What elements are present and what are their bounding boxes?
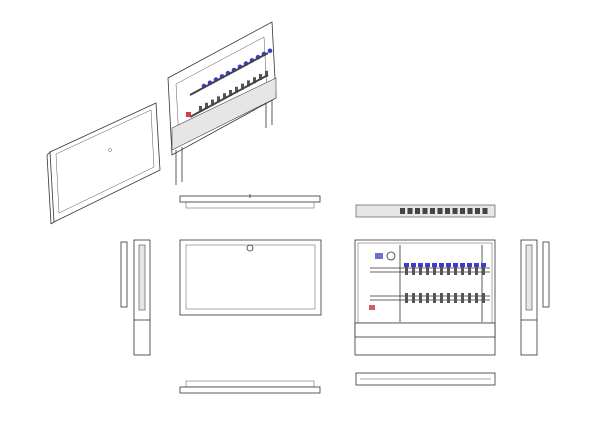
return-outlet — [433, 293, 436, 303]
supply-outlet — [461, 267, 464, 275]
left-side-view — [120, 239, 151, 356]
supply-outlet — [447, 267, 450, 275]
top-outlet — [400, 208, 405, 214]
iso-return-bar — [189, 74, 269, 118]
supply-valve-cap — [432, 263, 437, 267]
iso-return-outlet — [205, 102, 208, 109]
iso-cover-panel — [46, 102, 161, 225]
supply-valve-cap — [453, 263, 458, 267]
top-outlet — [467, 208, 473, 214]
supply-outlet — [433, 267, 436, 275]
top-outlet — [422, 208, 428, 214]
return-outlet — [482, 293, 485, 303]
supply-outlet — [440, 267, 443, 275]
return-outlet — [468, 293, 471, 303]
iso-return-outlet — [223, 93, 226, 100]
return-outlet — [440, 293, 443, 303]
top-outlet — [437, 208, 443, 214]
supply-valve-cap — [418, 263, 423, 267]
iso-return-outlet — [217, 96, 220, 103]
cabinet-bottom-view — [355, 372, 496, 386]
top-outlet — [430, 208, 435, 214]
iso-valve-cap — [267, 48, 273, 54]
cover-top-view — [179, 194, 321, 209]
cabinet-top-view — [355, 204, 496, 218]
top-outlet — [452, 208, 458, 214]
supply-outlet — [482, 267, 485, 275]
pump-accent — [369, 305, 375, 310]
iso-return-outlet — [211, 99, 214, 106]
supply-valve-cap — [446, 263, 451, 267]
iso-supply-bar — [189, 52, 269, 96]
top-outlet — [475, 208, 480, 214]
top-outlet — [482, 208, 488, 214]
return-outlet — [461, 293, 464, 303]
supply-valve-cap — [404, 263, 409, 267]
supply-outlet — [475, 267, 478, 275]
return-outlet — [412, 293, 415, 303]
supply-outlet — [426, 267, 429, 275]
return-outlet — [426, 293, 429, 303]
return-outlet — [447, 293, 450, 303]
supply-valve-cap — [467, 263, 472, 267]
supply-valve-cap — [425, 263, 430, 267]
iso-return-outlet — [241, 83, 244, 90]
supply-valve-cap — [481, 263, 486, 267]
iso-return-outlet — [235, 86, 238, 93]
return-outlet — [475, 293, 478, 303]
top-outlet — [415, 208, 420, 214]
return-outlet — [419, 293, 422, 303]
supply-outlet — [412, 267, 415, 275]
top-outlet — [460, 208, 465, 214]
supply-outlet — [468, 267, 471, 275]
supply-outlet — [405, 267, 408, 275]
iso-cabinet — [167, 21, 277, 185]
pump-valve — [375, 253, 383, 259]
iso-return-outlet — [229, 90, 232, 96]
supply-outlet — [419, 267, 422, 275]
return-outlet — [405, 293, 408, 303]
iso-return-outlet — [265, 70, 268, 77]
cover-front-view — [179, 239, 322, 316]
top-outlet — [445, 208, 450, 214]
supply-valve-cap — [460, 263, 465, 267]
top-outlet — [407, 208, 413, 214]
iso-pump-accent — [186, 112, 191, 117]
cabinet-front-view — [354, 239, 496, 356]
right-side-view — [520, 239, 550, 356]
supply-outlet — [454, 267, 457, 275]
supply-valve-cap — [411, 263, 416, 267]
supply-valve-cap — [439, 263, 444, 267]
cover-bottom-view — [179, 380, 321, 394]
iso-return-outlet — [199, 106, 202, 112]
iso-return-outlet — [259, 74, 262, 80]
iso-return-outlet — [247, 80, 250, 87]
iso-return-outlet — [253, 77, 256, 84]
supply-valve-cap — [474, 263, 479, 267]
return-outlet — [454, 293, 457, 303]
